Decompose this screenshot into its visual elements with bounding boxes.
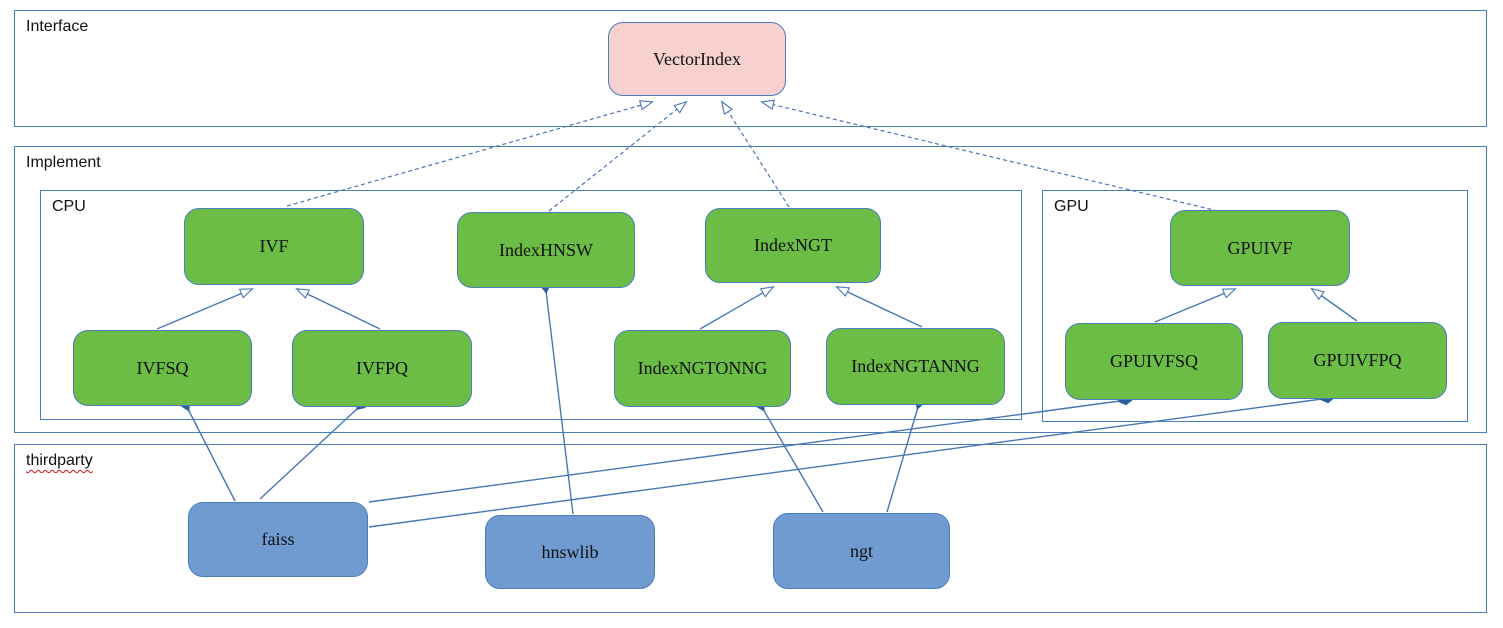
node-indexngtonng: IndexNGTONNG xyxy=(614,330,791,407)
node-ivfsq: IVFSQ xyxy=(73,330,252,406)
node-vectorindex: VectorIndex xyxy=(608,22,786,96)
node-indexngtanng: IndexNGTANNG xyxy=(826,328,1005,405)
implement-container-label: Implement xyxy=(26,154,101,171)
node-ivfpq: IVFPQ xyxy=(292,330,472,407)
node-gpuivfpq: GPUIVFPQ xyxy=(1268,322,1447,399)
node-gpuivfsq: GPUIVFSQ xyxy=(1065,323,1243,400)
gpu-container-label: GPU xyxy=(1054,198,1089,215)
node-ngt: ngt xyxy=(773,513,950,589)
thirdparty-container-label: thirdparty xyxy=(26,452,93,469)
node-indexhnsw: IndexHNSW xyxy=(457,212,635,288)
node-hnswlib: hnswlib xyxy=(485,515,655,589)
node-ivf: IVF xyxy=(184,208,364,285)
node-faiss: faiss xyxy=(188,502,368,577)
interface-container-label: Interface xyxy=(26,18,89,35)
node-gpuivf: GPUIVF xyxy=(1170,210,1350,286)
node-indexngt: IndexNGT xyxy=(705,208,881,283)
cpu-container-label: CPU xyxy=(52,198,86,215)
